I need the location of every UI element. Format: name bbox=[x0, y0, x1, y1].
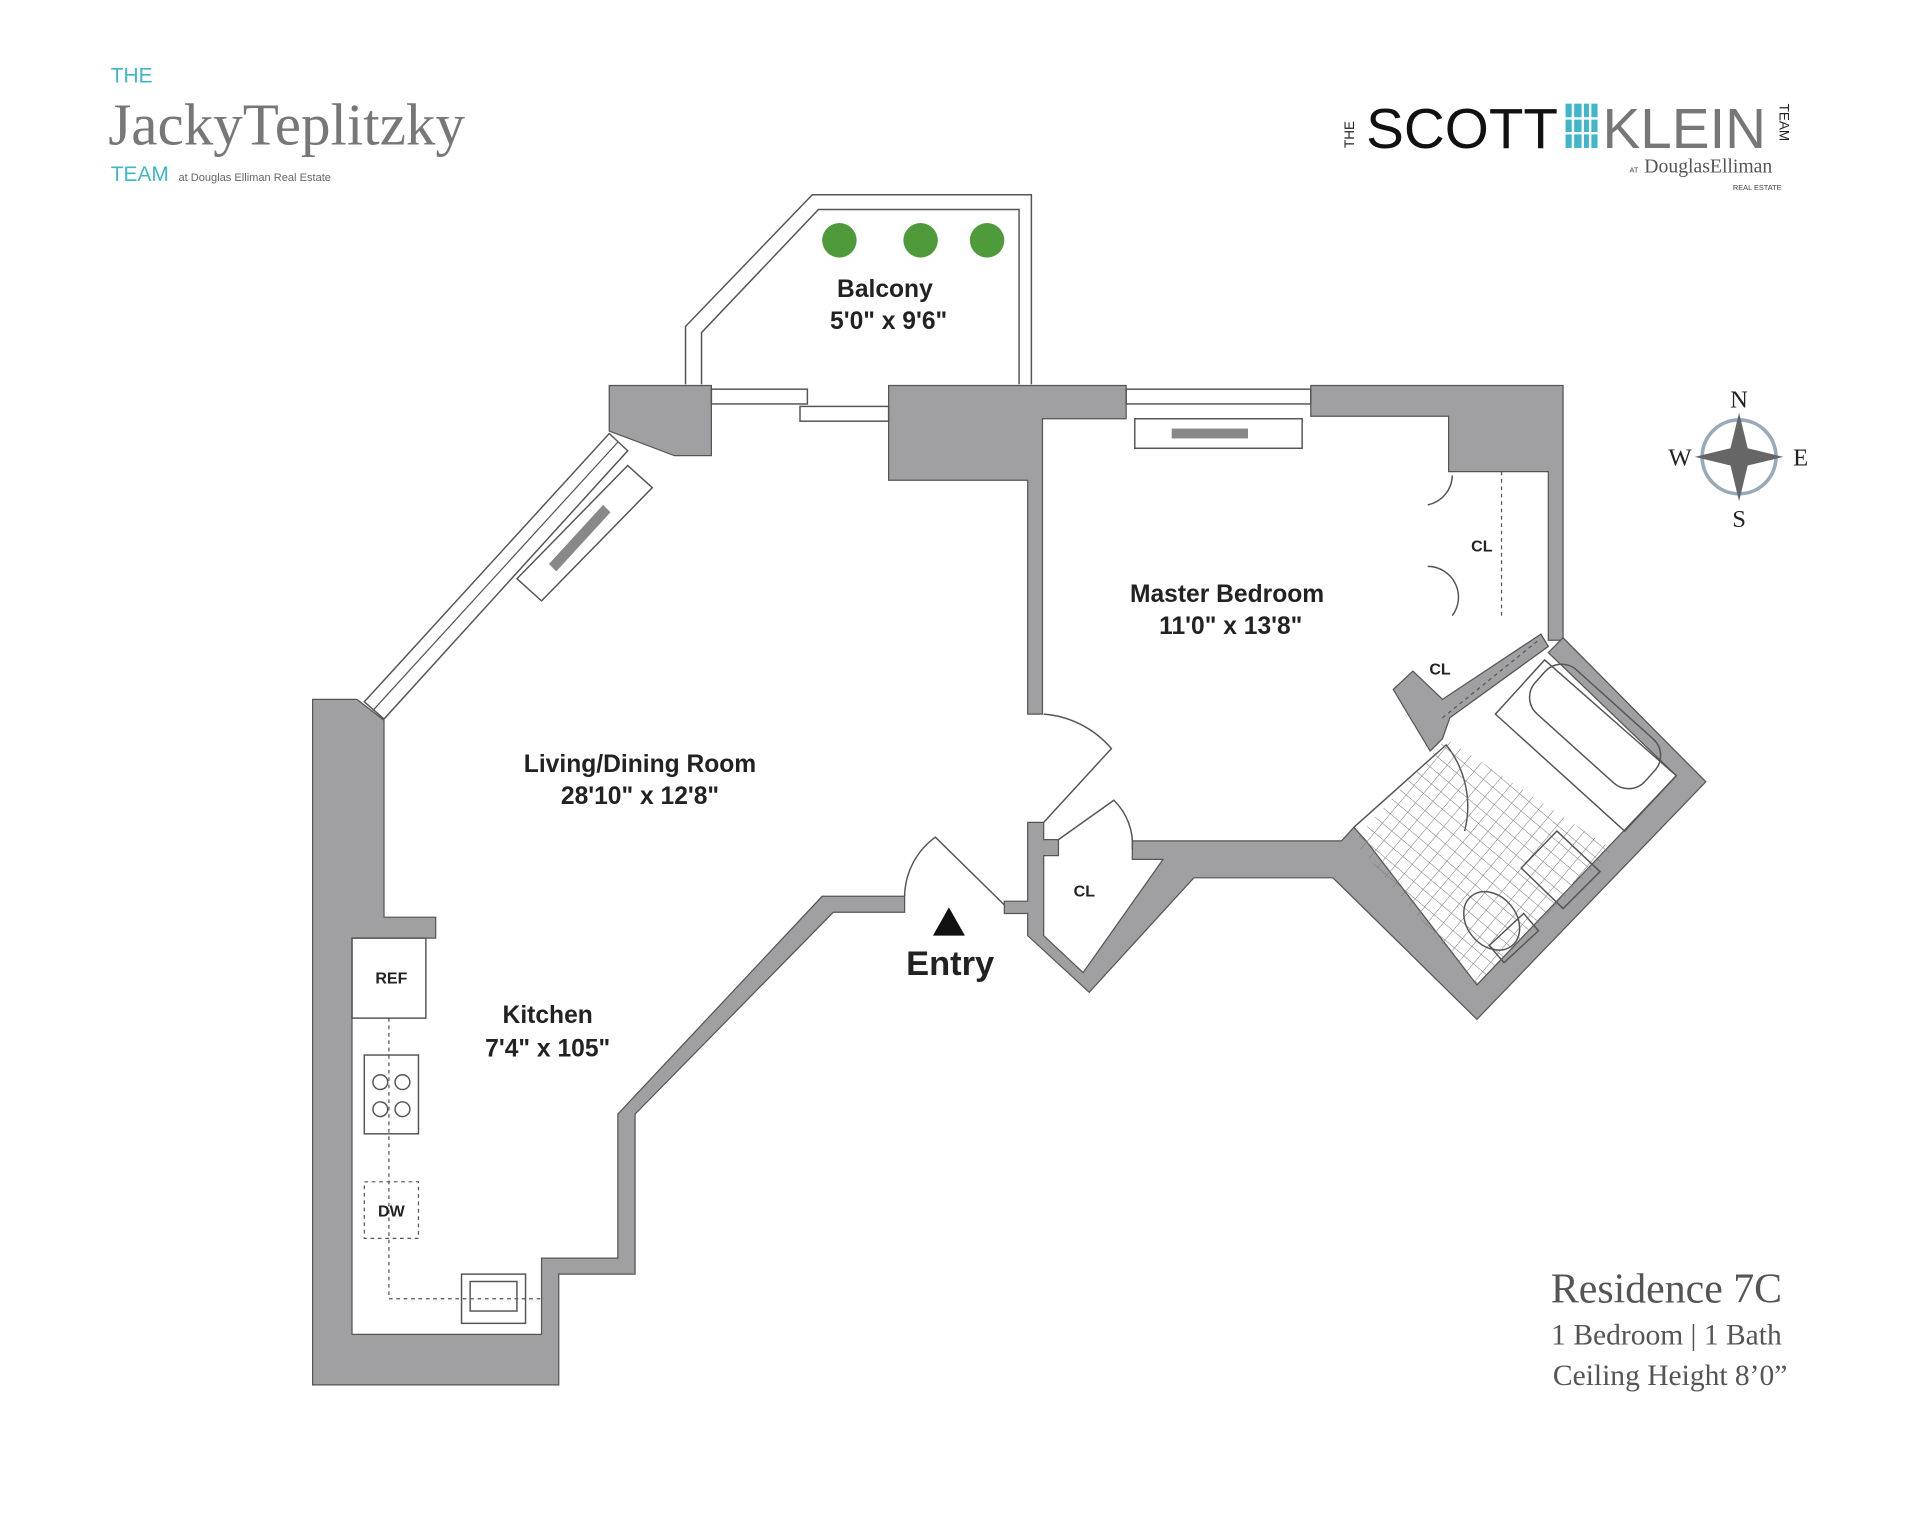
bedroom-dims: 11'0" x 13'8" bbox=[1159, 613, 1302, 640]
compass-w: W bbox=[1668, 444, 1692, 471]
kitchen-dims: 7'4" x 105" bbox=[485, 1035, 610, 1062]
plant-icon bbox=[969, 223, 1005, 258]
logo-sub: REAL ESTATE bbox=[1733, 183, 1782, 192]
logo-the: THE bbox=[1342, 121, 1357, 148]
logo-scott: SCOTT bbox=[1366, 97, 1558, 160]
residence-title: Residence 7C bbox=[1551, 1266, 1782, 1312]
kitchen-label: Kitchen bbox=[503, 1002, 593, 1029]
logo-team: TEAM bbox=[111, 163, 169, 186]
compass-s: S bbox=[1732, 506, 1746, 533]
plant-icon bbox=[822, 223, 857, 258]
closet-label: CL bbox=[1471, 539, 1493, 556]
kitchen-sink bbox=[460, 1273, 527, 1325]
entry-label: Entry bbox=[906, 945, 994, 983]
closet-label: CL bbox=[1074, 883, 1096, 900]
bedroom-label: Master Bedroom bbox=[1130, 581, 1324, 608]
logo-klein: KLEIN bbox=[1602, 97, 1766, 160]
scott-klein-logo: THE SCOTT KLEIN TEAM AT DouglasElliman R… bbox=[1342, 97, 1792, 192]
closet-label: CL bbox=[1429, 662, 1451, 679]
dw-label: DW bbox=[378, 1203, 406, 1220]
residence-ceiling: Ceiling Height 8’0” bbox=[1553, 1360, 1787, 1392]
compass-icon: N S E W bbox=[1668, 387, 1808, 533]
toilet bbox=[1463, 890, 1521, 951]
balcony-label: Balcony bbox=[837, 276, 933, 303]
kitchen-fixtures: REF DW bbox=[351, 937, 542, 1325]
logo-the: THE bbox=[111, 65, 153, 88]
sink bbox=[1520, 830, 1602, 910]
bathtub bbox=[1528, 663, 1662, 790]
balcony-dims: 5'0" x 9'6" bbox=[830, 308, 947, 335]
entry-arrow-icon bbox=[932, 907, 965, 936]
ref-label: REF bbox=[375, 971, 407, 988]
window-grid-icon bbox=[1565, 103, 1598, 148]
logo-sub: at Douglas Elliman Real Estate bbox=[178, 172, 331, 184]
living-label: Living/Dining Room bbox=[524, 751, 756, 778]
radiator bbox=[1134, 417, 1303, 450]
plant-icon bbox=[903, 223, 938, 258]
living-dims: 28'10" x 12'8" bbox=[561, 783, 719, 810]
residence-info: Residence 7C 1 Bedroom | 1 Bath Ceiling … bbox=[1551, 1266, 1788, 1391]
logo-brand: DouglasElliman bbox=[1644, 156, 1772, 178]
windows bbox=[363, 388, 1312, 721]
logo-at: AT bbox=[1630, 166, 1639, 175]
logo-name: JackyTeplitzky bbox=[108, 91, 465, 157]
stove bbox=[363, 1054, 420, 1135]
residence-beds-baths: 1 Bedroom | 1 Bath bbox=[1551, 1319, 1782, 1351]
jacky-teplitzky-logo: THE JackyTeplitzky TEAM at Douglas Ellim… bbox=[108, 65, 465, 186]
logo-team: TEAM bbox=[1777, 104, 1792, 142]
balcony: Balcony 5'0" x 9'6" bbox=[684, 193, 1033, 385]
compass-e: E bbox=[1793, 444, 1808, 471]
compass-n: N bbox=[1730, 387, 1748, 414]
dishwasher bbox=[363, 1181, 420, 1240]
bathroom bbox=[1353, 658, 1678, 985]
